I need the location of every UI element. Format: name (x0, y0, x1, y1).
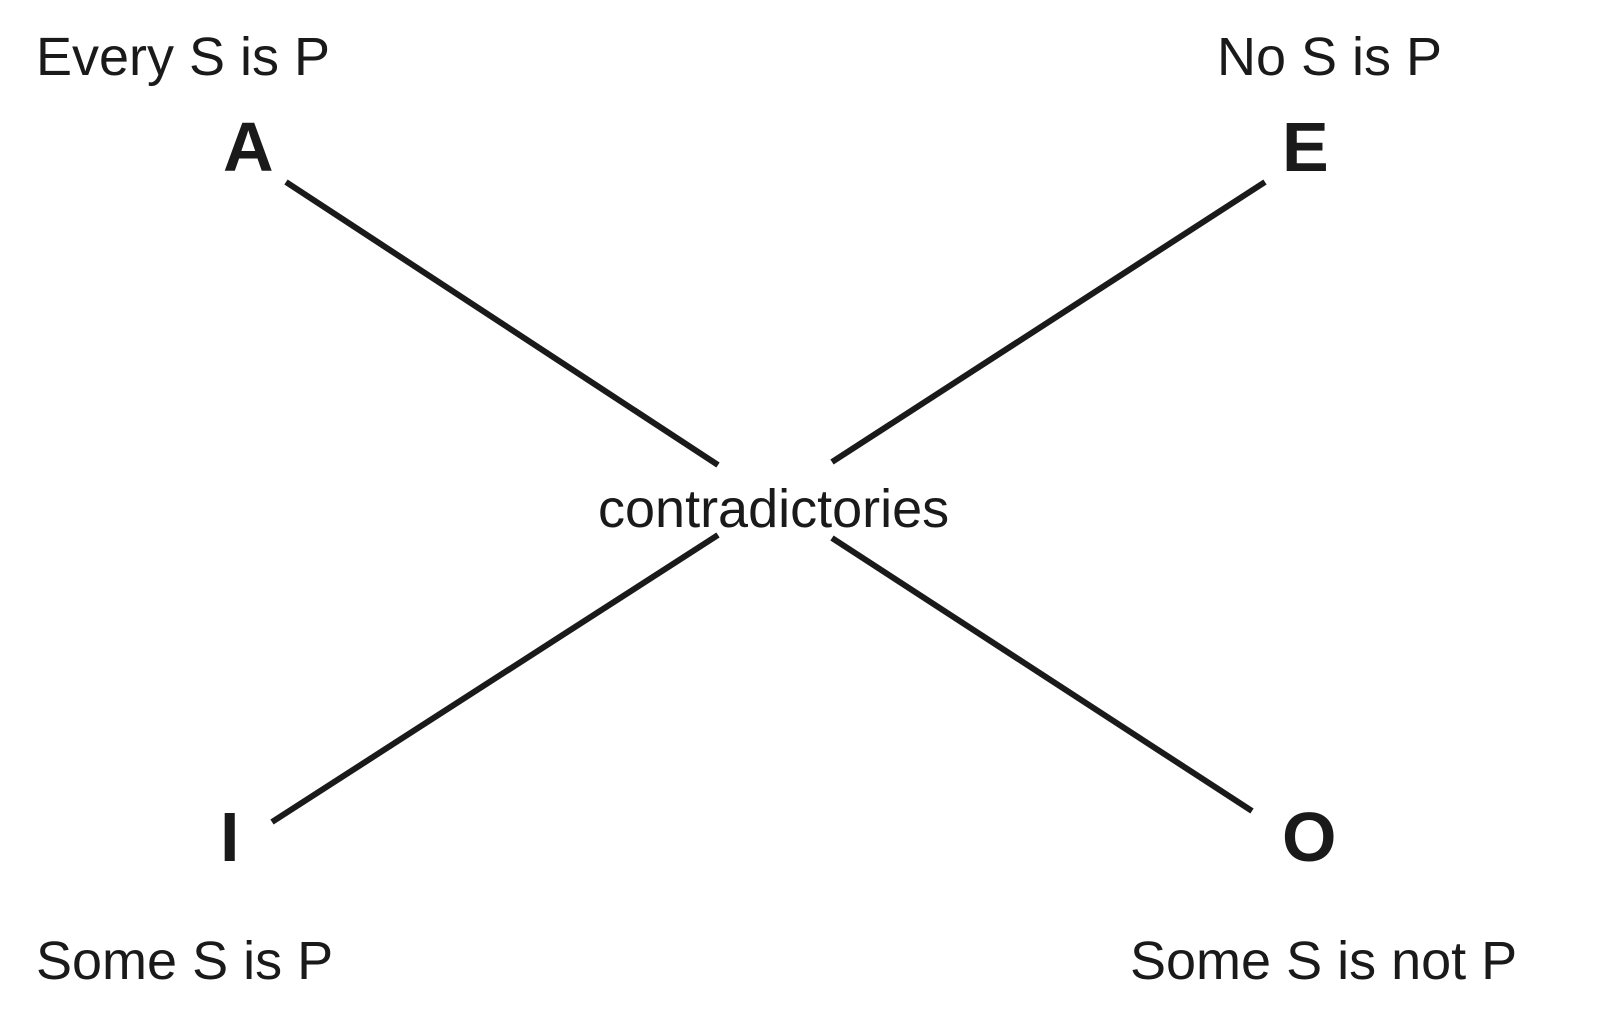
proposition-e: No S is P (1217, 27, 1443, 87)
letter-a: A (223, 108, 274, 186)
line-center-to-o (830, 535, 1254, 814)
letter-e: E (1282, 108, 1329, 186)
line-a-to-center (284, 179, 720, 468)
letter-i: I (220, 798, 240, 876)
contradictories-label: contradictories (598, 479, 950, 539)
line-center-to-i (270, 532, 720, 825)
proposition-a: Every S is P (36, 27, 331, 87)
line-e-to-center (830, 179, 1267, 465)
proposition-o: Some S is not P (1130, 931, 1518, 991)
letter-o: O (1282, 798, 1337, 876)
proposition-i: Some S is P (36, 931, 334, 991)
